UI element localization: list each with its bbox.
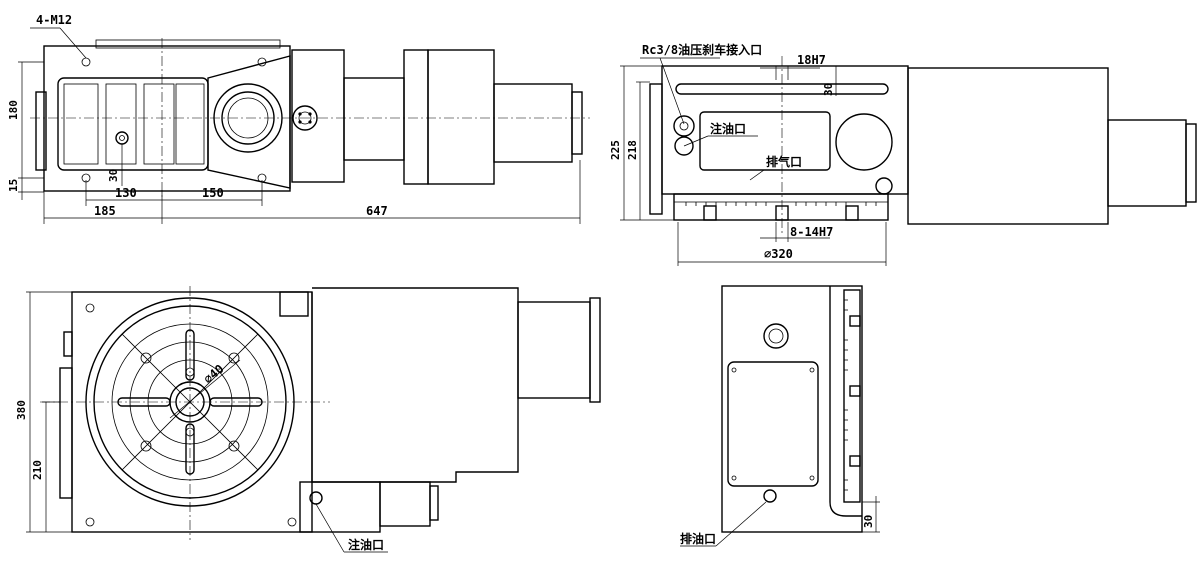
top-dim-30: 30 bbox=[107, 169, 120, 182]
front-dim-380: 380 bbox=[15, 400, 28, 420]
front-label-oil-fill: 注油口 bbox=[348, 537, 384, 552]
front-view: 380 210 ⌀40 注油口 bbox=[15, 286, 601, 553]
side-body bbox=[661, 65, 909, 195]
end-scale bbox=[844, 299, 861, 491]
side-dim-225: 225 bbox=[609, 140, 622, 160]
end-body bbox=[721, 285, 863, 533]
end-view: 30 排油口 bbox=[680, 285, 880, 547]
side-label-oil-fill: 注油口 bbox=[710, 121, 746, 136]
top-dim-180: 180 bbox=[7, 100, 20, 120]
side-label-dia320: ⌀320 bbox=[764, 247, 793, 261]
side-dim-30: 30 bbox=[822, 83, 835, 96]
top-dim-150: 150 bbox=[202, 186, 224, 200]
end-label-oil-drain: 排油口 bbox=[680, 531, 716, 546]
side-view: Rc3/8油压刹车接入口 18H7 30 注油口 排气口 225 218 8-1… bbox=[609, 42, 1197, 266]
end-dim-30: 30 bbox=[862, 515, 875, 528]
top-dim-185: 185 bbox=[94, 204, 116, 218]
top-label-thread: 4-M12 bbox=[36, 13, 72, 27]
front-dim-210: 210 bbox=[31, 460, 44, 480]
side-label-fit-18: 18H7 bbox=[797, 53, 826, 67]
side-label-vent: 排气口 bbox=[766, 154, 802, 169]
top-dim-15: 15 bbox=[7, 179, 20, 192]
front-base-plate bbox=[71, 291, 313, 533]
top-base-plate bbox=[43, 45, 291, 192]
top-view: 4-M12 180 15 30 130 150 185 647 bbox=[7, 13, 590, 224]
side-dim-218: 218 bbox=[626, 140, 639, 160]
side-label-brake-port: Rc3/8油压刹车接入口 bbox=[642, 42, 762, 57]
top-dim-647: 647 bbox=[366, 204, 388, 218]
top-dim-130: 130 bbox=[115, 186, 137, 200]
side-scale bbox=[685, 202, 877, 206]
front-label-dia40: ⌀40 bbox=[201, 362, 227, 387]
side-label-slot: 8-14H7 bbox=[790, 225, 833, 239]
